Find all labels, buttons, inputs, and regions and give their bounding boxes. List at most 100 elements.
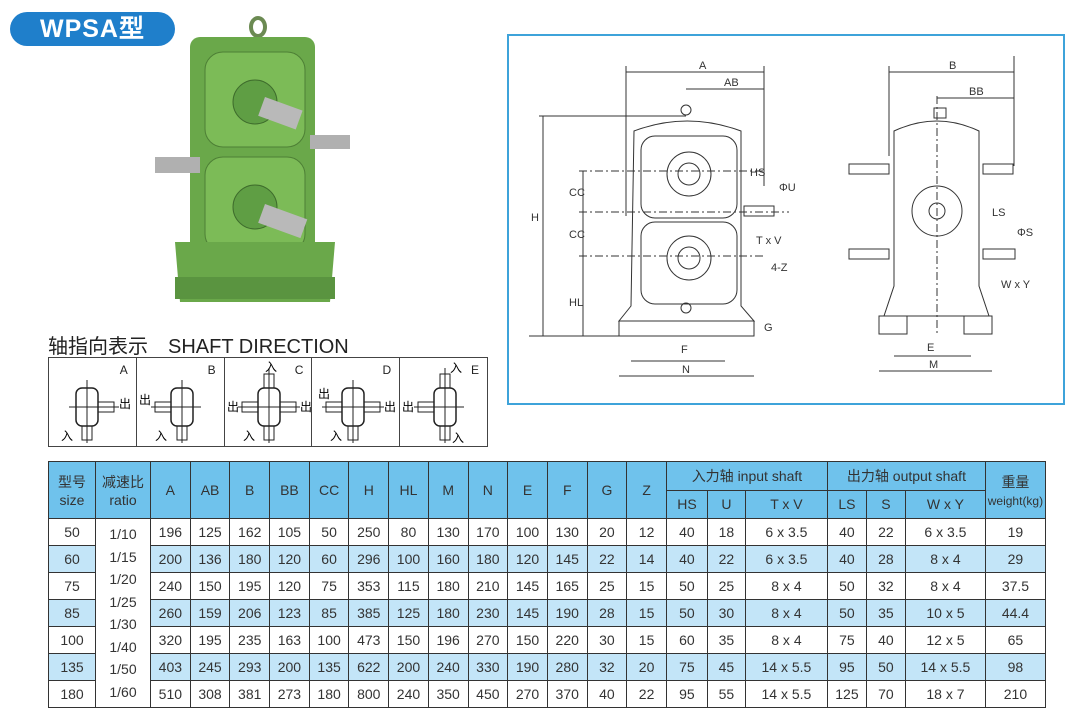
col-header: CC: [308, 461, 350, 519]
table-cell: 270: [507, 680, 548, 708]
table-cell: 120: [507, 545, 548, 573]
dim-label-F: F: [681, 344, 688, 356]
col-header: S: [865, 489, 906, 519]
table-cell: 800: [348, 680, 390, 708]
type-label: D: [382, 363, 392, 377]
table-cell: 12: [626, 518, 667, 546]
svg-text:入: 入: [243, 429, 255, 443]
weight-cn: 重量: [1001, 474, 1030, 490]
table-cell: 98: [984, 653, 1046, 681]
col-header: G: [586, 461, 628, 519]
col-header: AB: [189, 461, 231, 519]
svg-text:出: 出: [119, 397, 131, 411]
table-cell: 19: [984, 518, 1046, 546]
table-cell: 370: [546, 680, 588, 708]
type-label: B: [207, 363, 216, 377]
dimension-drawing-panel: A AB H CC CC HL HS ΦU T x V 4-Z G F N B …: [507, 34, 1065, 405]
table-cell: 22: [586, 545, 628, 573]
table-cell: 45: [706, 653, 746, 681]
dim-label-G: G: [764, 322, 773, 334]
table-cell: 6 x 3.5: [744, 545, 828, 573]
svg-text:入: 入: [330, 429, 342, 443]
svg-text:出: 出: [384, 400, 396, 414]
table-cell: 450: [467, 680, 509, 708]
col-header: LS: [826, 489, 867, 519]
ratio-value: 1/20: [109, 571, 137, 587]
table-cell: 18 x 7: [904, 680, 986, 708]
table-cell: 14 x 5.5: [744, 680, 828, 708]
table-cell: 40: [865, 626, 906, 654]
dim-label-U: ΦU: [779, 182, 796, 194]
table-cell: 353: [348, 572, 390, 600]
table-cell: 70: [865, 680, 906, 708]
dim-label-CC: CC: [569, 187, 585, 199]
table-cell: 350: [427, 680, 469, 708]
type-label: A: [119, 363, 128, 377]
table-cell: 120: [269, 545, 310, 573]
col-header: F: [546, 461, 588, 519]
dim-label-HL: HL: [569, 297, 583, 309]
shaft-diagram: 入出: [61, 380, 131, 443]
table-cell: 40: [826, 518, 867, 546]
side-view: [848, 56, 1016, 372]
table-cell: 10 x 5: [904, 599, 986, 627]
shaft-diagram: 入入出: [402, 361, 464, 445]
col-header: T x V: [744, 489, 828, 519]
shaft-direction-table: A 入出 B 入出 C 入入出出 D 入出出 E 入入出: [48, 357, 488, 447]
table-cell: 75: [48, 572, 96, 600]
ratio-value: 1/15: [109, 548, 137, 565]
dim-label-M: M: [929, 359, 938, 371]
table-cell: 22: [706, 545, 746, 573]
table-cell: 220: [546, 626, 588, 654]
table-cell: 145: [546, 545, 588, 573]
weight-en: weight(kg): [987, 494, 1044, 508]
col-header: U: [706, 489, 746, 519]
svg-text:出: 出: [318, 387, 330, 401]
input-shaft-header: 入力轴 input shaft: [665, 461, 828, 491]
dim-label-A: A: [699, 60, 707, 72]
table-cell: 165: [546, 572, 588, 600]
table-cell: 270: [467, 626, 509, 654]
table-cell: 105: [269, 518, 310, 546]
ratio-value: 1/60: [109, 683, 137, 700]
svg-text:入: 入: [61, 429, 73, 443]
table-cell: 50: [665, 572, 708, 600]
table-cell: 206: [229, 599, 271, 627]
table-cell: 85: [308, 599, 350, 627]
table-cell: 473: [348, 626, 390, 654]
table-cell: 120: [269, 572, 310, 600]
table-cell: 8 x 4: [904, 545, 986, 573]
dim-label-WxY: W x Y: [1001, 279, 1031, 291]
table-cell: 32: [865, 572, 906, 600]
ratio-cn: 减速比: [102, 474, 144, 490]
table-cell: 240: [388, 680, 429, 708]
table-cell: 130: [546, 518, 588, 546]
table-cell: 14 x 5.5: [744, 653, 828, 681]
table-cell: 180: [427, 572, 469, 600]
table-cell: 35: [865, 599, 906, 627]
table-cell: 12 x 5: [904, 626, 986, 654]
dim-label-CC-2: CC: [569, 229, 585, 241]
table-cell: 14: [626, 545, 667, 573]
table-cell: 150: [507, 626, 548, 654]
table-cell: 28: [586, 599, 628, 627]
table-cell: 100: [308, 626, 350, 654]
dim-label-HS: HS: [750, 167, 765, 179]
table-cell: 235: [229, 626, 271, 654]
table-cell: 50: [826, 572, 867, 600]
table-cell: 135: [308, 653, 350, 681]
table-cell: 245: [189, 653, 231, 681]
table-cell: 20: [586, 518, 628, 546]
shaft-direction-D: D 入出出: [312, 358, 401, 446]
svg-text:入: 入: [155, 429, 167, 443]
table-cell: 8 x 4: [744, 572, 828, 600]
table-cell: 200: [388, 653, 429, 681]
table-cell: 308: [189, 680, 231, 708]
table-cell: 15: [626, 599, 667, 627]
